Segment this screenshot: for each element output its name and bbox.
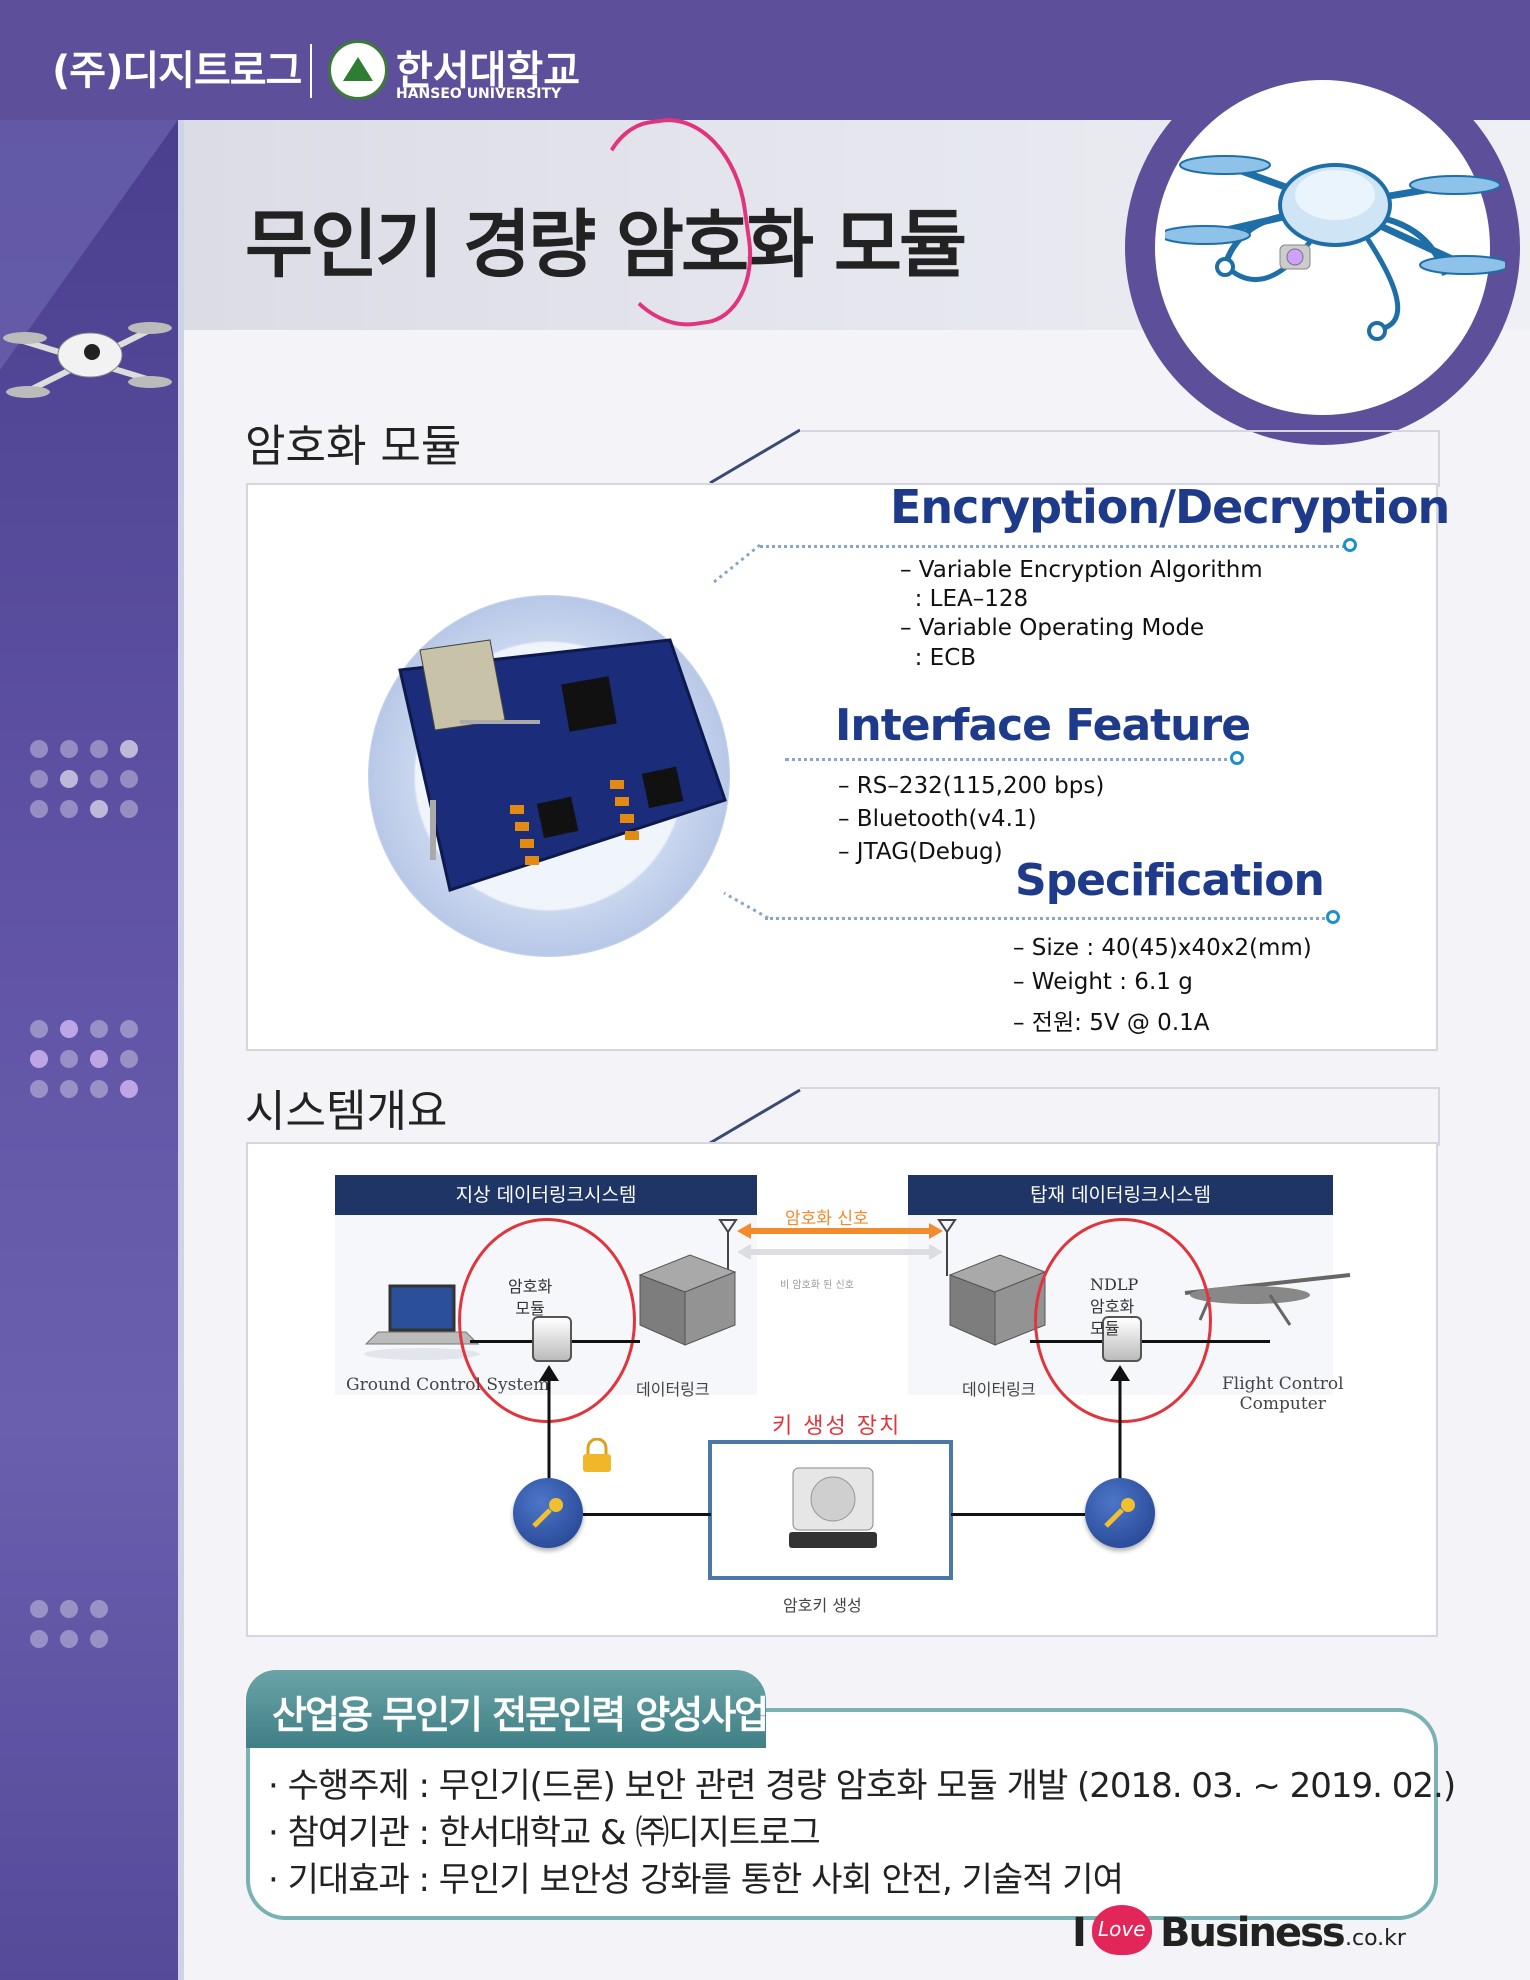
- plain-signal-label: 비 암호화 된 신호: [780, 1280, 854, 1291]
- hard-drive-icon: [789, 1467, 877, 1548]
- project-tab: [246, 1670, 766, 1748]
- connector-endpoint: [1230, 751, 1244, 765]
- datalink-right-label: 데이터링크: [962, 1380, 1036, 1399]
- encryption-module-device: [532, 1316, 572, 1362]
- feature-item: – Variable Operating Mode: [900, 615, 1205, 641]
- strip-edge: [178, 120, 184, 1980]
- footer-domain: .co.kr: [1345, 1926, 1406, 1951]
- university-seal-icon: [328, 40, 388, 100]
- feature-title-interface: Interface Feature: [835, 700, 1251, 751]
- heading-slash-line: [709, 1088, 801, 1145]
- love-heart-icon: [1092, 1905, 1152, 1955]
- ndlp-module-highlight: [1034, 1218, 1212, 1423]
- key-glyph-icon: [1104, 1498, 1135, 1528]
- key-glyph-icon: [532, 1498, 563, 1528]
- header-divider: [310, 44, 312, 98]
- university-name-ko: 한서대학교: [396, 48, 580, 94]
- footer-i: I: [1072, 1910, 1087, 1956]
- system-section-heading: 시스템개요: [245, 1086, 448, 1137]
- feature-item: – Variable Encryption Algorithm: [900, 557, 1263, 583]
- connector-line: [723, 891, 769, 920]
- antenna-icon: [718, 1219, 738, 1276]
- feature-item: – Bluetooth(v4.1): [838, 806, 1037, 832]
- left-decorative-strip: [0, 120, 178, 1980]
- feature-item: : LEA–128: [900, 586, 1029, 612]
- connection-line: [951, 1513, 1085, 1516]
- feature-item: – Weight : 6.1 g: [1013, 969, 1193, 995]
- feature-item: – JTAG(Debug): [838, 839, 1003, 865]
- module-section-heading: 암호화 모듈: [245, 421, 462, 472]
- page-title: 무인기 경량 암호화 모듈: [245, 202, 967, 288]
- antenna-icon: [937, 1219, 957, 1276]
- footer-love: Love: [1098, 1917, 1146, 1941]
- connector-endpoint: [1326, 910, 1340, 924]
- project-box: [246, 1708, 1438, 1920]
- module-panel-top: [800, 430, 1440, 487]
- datalink-device-icon: [948, 1254, 1047, 1346]
- project-tab-title: 산업용 무인기 전문인력 양성사업: [272, 1693, 769, 1737]
- system-panel-top: [800, 1087, 1440, 1146]
- ground-datalink-bar: 지상 데이터링크시스템: [335, 1175, 757, 1215]
- project-line: · 수행주제 : 무인기(드론) 보안 관련 경량 암호화 모듈 개발 (201…: [268, 1766, 1456, 1806]
- ndlp-module-label: NDLP 암호화 모듈: [1090, 1275, 1139, 1338]
- keygen-label: 암호키 생성: [783, 1596, 862, 1615]
- circuit-board-image: [398, 638, 727, 892]
- project-line: · 참여기관 : 한서대학교 & ㈜디지트로그: [268, 1813, 821, 1853]
- datalink-device-icon: [638, 1254, 737, 1346]
- connector-line: [785, 758, 1235, 761]
- encryption-module-highlight: [458, 1218, 636, 1423]
- padlock-icon: [583, 1438, 611, 1472]
- university-name-en: HANSEO UNIVERSITY: [396, 86, 562, 102]
- project-line: · 기대효과 : 무인기 보안성 강화를 통한 사회 안전, 기술적 기여: [268, 1860, 1124, 1900]
- connection-line: [1030, 1340, 1270, 1343]
- footer-business: Business: [1160, 1910, 1346, 1956]
- small-drone-icon: [3, 322, 172, 398]
- feature-item: – RS–232(115,200 bps): [838, 773, 1105, 799]
- connector-line: [765, 917, 1330, 920]
- fcc-label: Flight Control Computer: [1222, 1374, 1344, 1414]
- feature-item: – Size : 40(45)x40x2(mm): [1013, 935, 1312, 961]
- connection-line: [583, 1513, 711, 1516]
- datalink-left-label: 데이터링크: [636, 1380, 710, 1399]
- feature-item: : ECB: [900, 645, 977, 671]
- encryption-module-label: 암호화 모듈: [508, 1277, 553, 1318]
- air-datalink-bar: 탑재 데이터링크시스템: [908, 1175, 1333, 1215]
- connector-line: [713, 543, 761, 584]
- connector-line: [760, 545, 1345, 548]
- quadcopter-icon: [1165, 155, 1505, 341]
- company-name: (주)디지트로그: [52, 48, 302, 94]
- keygen-title: 키 생성 장치: [772, 1414, 902, 1439]
- signal-arrows: [737, 1223, 943, 1260]
- feature-title-specification: Specification: [1015, 855, 1325, 906]
- ndlp-module-device: [1102, 1316, 1142, 1362]
- feature-item: – 전원: 5V @ 0.1A: [1013, 1010, 1210, 1036]
- encrypted-signal-label: 암호화 신호: [785, 1209, 869, 1229]
- heading-slash-line: [709, 428, 801, 485]
- laptop-icon: [364, 1284, 480, 1360]
- feature-title-encryption: Encryption/Decryption: [890, 480, 1450, 534]
- gcs-label: Ground Control System: [346, 1375, 550, 1395]
- connector-endpoint: [1343, 538, 1357, 552]
